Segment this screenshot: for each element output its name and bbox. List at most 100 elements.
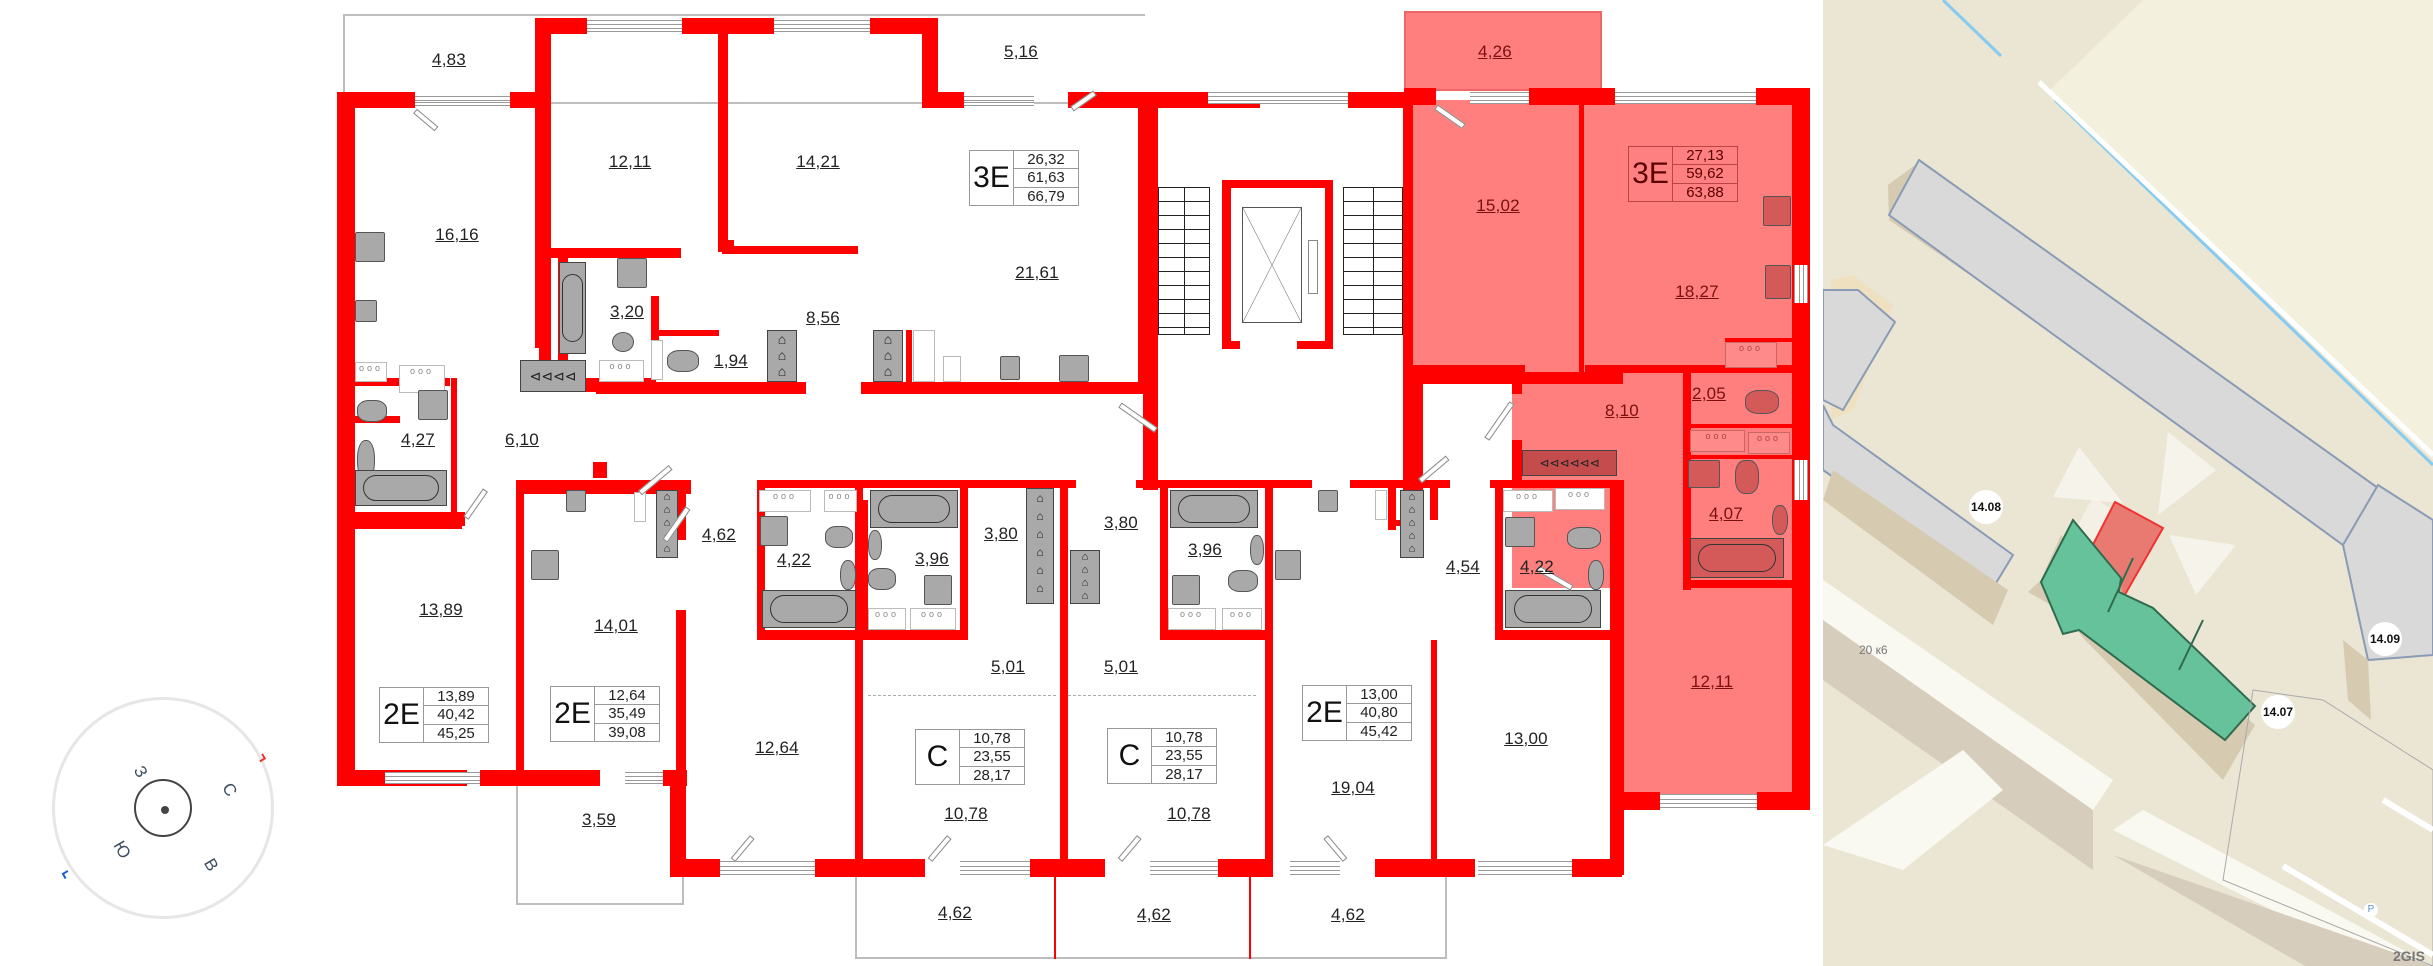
compass-west: З <box>129 762 152 781</box>
apartment-type: 3E <box>970 151 1014 205</box>
balcony-4-83[interactable] <box>343 14 1145 104</box>
apartment-tag-2e-2[interactable]: 2E 12,64 35,49 39,08 <box>550 686 660 742</box>
compass-east: В <box>200 855 223 875</box>
map-canvas <box>1823 0 2433 966</box>
highlight-room-12-11[interactable] <box>1618 585 1795 795</box>
area-label: 4,22 <box>777 550 811 569</box>
living-area: 10,78 <box>1152 729 1216 748</box>
sink-icon <box>1588 560 1604 590</box>
wardrobe-icon: ⌂⌂⌂⌂ <box>1070 550 1100 604</box>
south-marker-icon: ⌞ <box>58 863 81 881</box>
apartment-type: 2E <box>1303 686 1347 740</box>
highlight-balcony-4-26[interactable] <box>1404 11 1602 91</box>
stove-icon <box>355 232 385 262</box>
area-label: 16,16 <box>435 225 479 244</box>
total-area: 61,63 <box>1014 169 1078 188</box>
area-label: 4,27 <box>401 430 435 449</box>
apartment-type: 2E <box>551 687 595 741</box>
building-label-14-07[interactable]: 14.07 <box>2261 695 2295 729</box>
area-label: 3,80 <box>1104 513 1138 532</box>
total-area: 35,49 <box>595 705 659 724</box>
kitchen-sink-icon <box>566 490 586 512</box>
sink-icon <box>1250 535 1264 565</box>
address-label: 20 к6 <box>1859 643 1888 657</box>
area-label: 3,96 <box>915 549 949 568</box>
bathtub <box>355 470 447 506</box>
living-area: 12,64 <box>595 687 659 706</box>
toilet-icon <box>1228 570 1258 592</box>
kitchen-sink-icon <box>355 300 377 322</box>
building-label-14-09[interactable]: 14.09 <box>2368 622 2402 656</box>
total-area-with-balcony: 63,88 <box>1686 183 1724 201</box>
compass[interactable]: С В Ю З ⌝ ⌞ <box>52 697 274 919</box>
washing-machine-icon <box>1505 517 1535 547</box>
balcony-bottom[interactable] <box>855 875 1447 959</box>
apartment-type: С <box>916 730 960 784</box>
toilet-icon <box>1745 390 1779 414</box>
north-marker-icon: ⌝ <box>246 751 269 769</box>
wardrobe-icon: ⌂⌂⌂ <box>767 330 797 382</box>
apartment-tag-c-1[interactable]: С 10,78 23,55 28,17 <box>915 729 1025 785</box>
bathtub <box>870 490 958 528</box>
highlight-room-15-02[interactable] <box>1405 100 1583 372</box>
area-label: 13,00 <box>1504 729 1548 748</box>
area-label: 8,56 <box>806 308 840 327</box>
highlight-room-18-27[interactable] <box>1583 100 1795 372</box>
map-brand-logo[interactable]: 2GIS <box>2393 948 2425 964</box>
stove-icon <box>1763 196 1791 226</box>
area-label: 4,62 <box>1331 905 1365 924</box>
area-label: 4,26 <box>1478 42 1512 61</box>
area-label: 3,96 <box>1188 540 1222 559</box>
total-area: 59,62 <box>1673 165 1737 184</box>
toilet-icon <box>1735 460 1759 494</box>
area-label: 4,22 <box>1520 557 1554 576</box>
area-label: 8,10 <box>1605 401 1639 420</box>
washing-machine-icon <box>1688 460 1720 488</box>
apartment-tag-3e-right[interactable]: 3E 27,13 59,62 63,88 <box>1628 146 1738 202</box>
apartment-tag-2e-3[interactable]: 2E 13,00 40,80 45,42 <box>1302 685 1412 741</box>
wardrobe-icon: ⌂⌂⌂⌂⌂ <box>1400 490 1424 558</box>
total-area-with-balcony: 28,17 <box>1165 765 1203 783</box>
bathtub <box>559 262 586 354</box>
area-label: 1,94 <box>714 351 748 370</box>
balcony-3-59[interactable] <box>516 775 684 905</box>
location-map[interactable]: 14.08 14.09 14.07 20 к6 P 2GIS <box>1823 0 2433 966</box>
toilet-icon <box>1567 527 1601 549</box>
floor-plan: ooo ooo ⊲⊲⊲⊲ ooo ⌂⌂⌂ ⌂⌂⌂ ⌂⌂⌂⌂⌂ ooo ooo o… <box>52 11 1810 959</box>
stairs-down[interactable] <box>1158 187 1210 335</box>
total-area-with-balcony: 45,42 <box>1360 722 1398 740</box>
area-label: 13,89 <box>419 600 463 619</box>
area-label: 5,01 <box>991 657 1025 676</box>
parking-icon[interactable]: P <box>2364 903 2378 917</box>
building-label-14-08[interactable]: 14.08 <box>1969 490 2003 524</box>
area-label: 4,62 <box>702 525 736 544</box>
area-label: 3,80 <box>984 524 1018 543</box>
living-area: 13,89 <box>424 688 488 707</box>
stairs-up[interactable] <box>1343 187 1403 335</box>
bathtub <box>1505 590 1601 628</box>
apartment-tag-3e-left[interactable]: 3E 26,32 61,63 66,79 <box>969 150 1079 206</box>
apartment-tag-2e-1[interactable]: 2E 13,89 40,42 45,25 <box>379 687 489 743</box>
stove-icon <box>1059 355 1089 382</box>
total-area: 23,55 <box>1152 747 1216 766</box>
area-label: 2,05 <box>1692 384 1726 403</box>
bathtub <box>1170 490 1258 528</box>
bathtub <box>762 590 856 628</box>
compass-south: Ю <box>109 837 135 862</box>
area-label: 3,59 <box>582 810 616 829</box>
kitchen-sink-icon <box>1318 490 1338 512</box>
kitchen-sink-icon <box>1000 356 1020 380</box>
bathtub <box>1690 538 1784 578</box>
washing-machine-icon <box>924 575 952 605</box>
total-area-with-balcony: 39,08 <box>608 723 646 741</box>
apartment-type: С <box>1108 729 1152 783</box>
living-area: 26,32 <box>1014 151 1078 170</box>
living-area: 10,78 <box>960 730 1024 749</box>
area-label: 19,04 <box>1331 778 1375 797</box>
kitchen-sink-icon <box>1765 265 1791 299</box>
washing-machine-icon <box>418 390 448 420</box>
apartment-tag-c-2[interactable]: С 10,78 23,55 28,17 <box>1107 728 1217 784</box>
area-label: 18,27 <box>1675 282 1719 301</box>
area-label: 12,64 <box>755 738 799 757</box>
area-label: 5,16 <box>1004 42 1038 61</box>
